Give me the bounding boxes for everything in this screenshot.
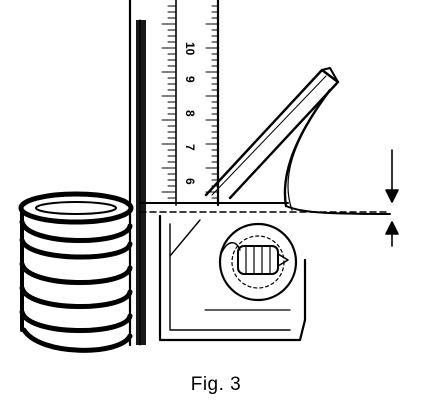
coil-spring <box>18 191 134 353</box>
measurement-arrows <box>385 149 399 247</box>
ruler-label: 6 <box>183 178 197 185</box>
ruler-label: 7 <box>183 144 197 151</box>
steel-rule <box>128 0 220 347</box>
ruler-label: 10 <box>183 42 197 56</box>
ruler-label: 8 <box>183 110 197 117</box>
square-head <box>139 67 391 342</box>
figure-caption: Fig. 3 <box>190 374 242 395</box>
ruler-ticks <box>161 5 219 199</box>
ruler-labels: 10 9 8 7 6 <box>183 42 197 185</box>
ruler-label: 9 <box>183 76 197 83</box>
